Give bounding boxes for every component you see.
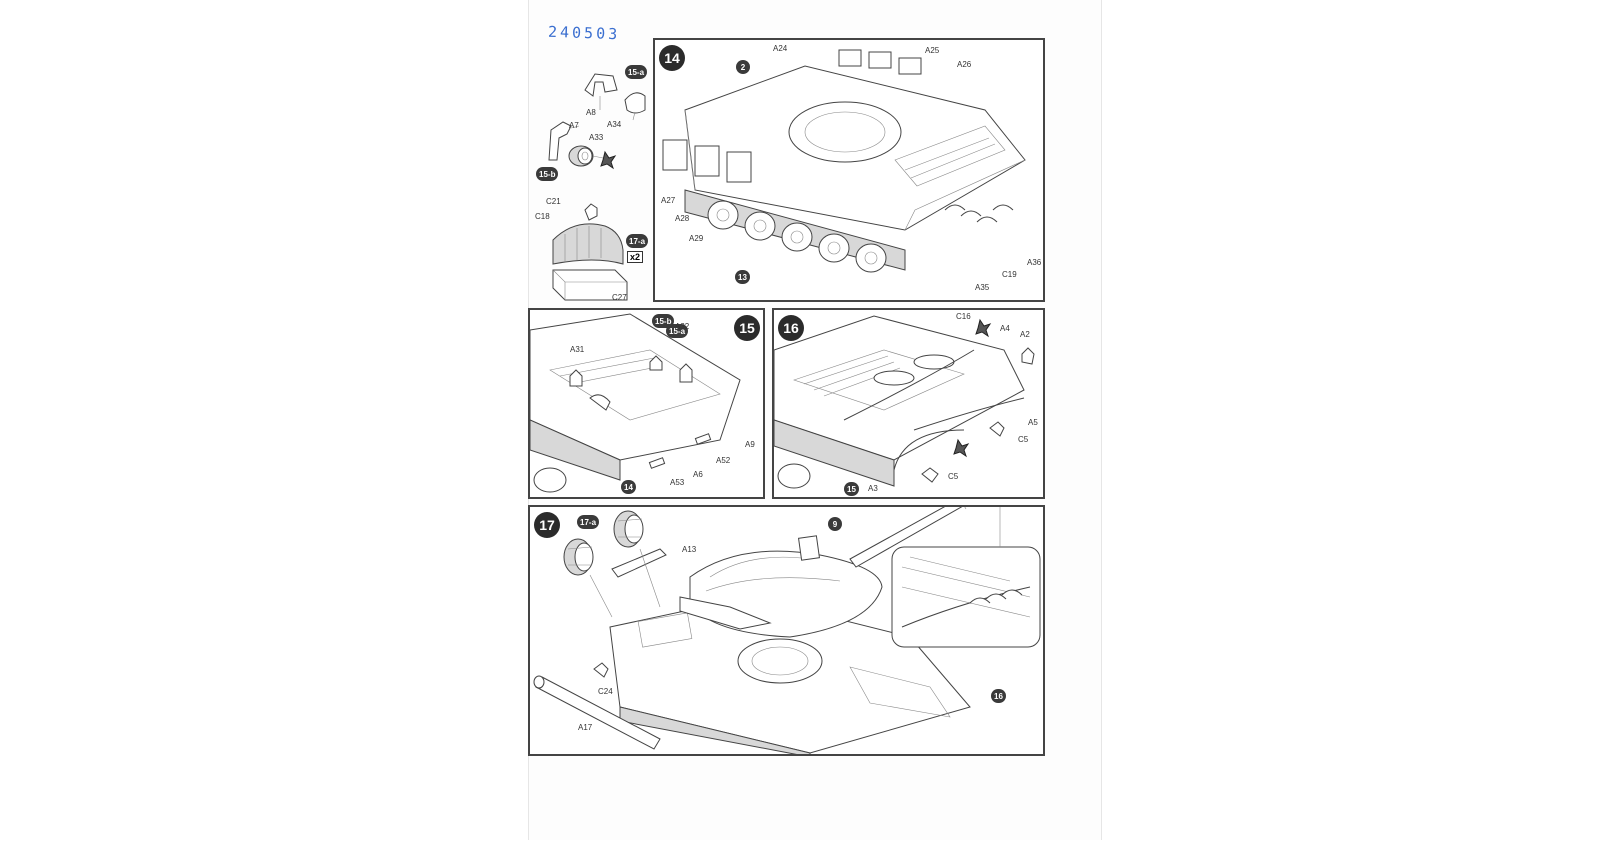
rear-hull-drawing bbox=[530, 313, 741, 493]
part-label: C16 bbox=[956, 312, 971, 321]
ref-tag-15a: 15-a bbox=[666, 324, 689, 338]
part-label: A28 bbox=[675, 214, 690, 223]
part-label: A27 bbox=[661, 196, 676, 205]
part-label: A34 bbox=[607, 120, 622, 129]
tag-15a: 15-a bbox=[625, 65, 648, 79]
part-label: C5 bbox=[1018, 435, 1029, 444]
step-number-15: 15 bbox=[734, 315, 760, 341]
part-label: A2 bbox=[1020, 330, 1030, 339]
ref-tag-2: 2 bbox=[736, 60, 750, 74]
part-label: A33 bbox=[589, 133, 604, 142]
turret-drawing bbox=[533, 507, 1041, 754]
ref-tag-16: 16 bbox=[991, 689, 1006, 703]
part-label: C18 bbox=[535, 212, 550, 221]
hull-drawing bbox=[662, 49, 1026, 273]
step-17-panel: 17 17-a 9 16 A13 C24 A17 bbox=[528, 505, 1045, 756]
ref-tag-13: 13 bbox=[735, 270, 750, 284]
part-label: A25 bbox=[925, 46, 940, 55]
part-label: A26 bbox=[957, 60, 972, 69]
step-14-panel: 14 2 13 A24 A25 A26 A27 A28 A29 A35 C19 … bbox=[653, 38, 1045, 302]
parts-drawing bbox=[548, 73, 646, 301]
part-label: A13 bbox=[682, 545, 697, 554]
part-label: A31 bbox=[570, 345, 585, 354]
step-15-panel: 15 15-b 15-a 14 A32 A31 A9 A52 A6 A53 bbox=[528, 308, 765, 499]
ref-tag-15: 15 bbox=[844, 482, 859, 496]
part-label: A35 bbox=[975, 283, 990, 292]
step-number-14: 14 bbox=[659, 45, 685, 71]
part-label: A29 bbox=[689, 234, 704, 243]
multiplier-badge: x2 bbox=[627, 251, 644, 263]
part-label: A8 bbox=[586, 108, 596, 117]
part-label: A9 bbox=[745, 440, 755, 449]
part-label: A4 bbox=[1000, 324, 1010, 333]
ref-tag-14: 14 bbox=[621, 480, 636, 494]
part-label: C19 bbox=[1002, 270, 1017, 279]
stamp-number: 240503 bbox=[547, 22, 621, 44]
tag-17a: 17-a bbox=[626, 234, 649, 248]
part-label: A36 bbox=[1027, 258, 1042, 267]
step-16-panel: 16 15 C16 A4 A2 A5 C5 C5 A3 bbox=[772, 308, 1045, 499]
part-label: C21 bbox=[546, 197, 561, 206]
part-label: A3 bbox=[868, 484, 878, 493]
ref-tag-17a: 17-a bbox=[577, 515, 600, 529]
part-label: A24 bbox=[773, 44, 788, 53]
part-label: A17 bbox=[578, 723, 593, 732]
part-label: A7 bbox=[569, 121, 579, 130]
ref-tag-9: 9 bbox=[828, 517, 842, 531]
step-number-17: 17 bbox=[534, 512, 560, 538]
part-label: C5 bbox=[948, 472, 959, 481]
part-label: A32 bbox=[675, 322, 690, 331]
tag-15b: 15-b bbox=[536, 167, 559, 181]
step-number-16: 16 bbox=[778, 315, 804, 341]
part-label: C24 bbox=[598, 687, 613, 696]
part-label: A52 bbox=[716, 456, 731, 465]
part-label: A5 bbox=[1028, 418, 1038, 427]
part-label: A6 bbox=[693, 470, 703, 479]
part-label: A53 bbox=[670, 478, 685, 487]
part-label: C27 bbox=[612, 293, 627, 302]
engine-deck-drawing bbox=[774, 315, 1035, 489]
